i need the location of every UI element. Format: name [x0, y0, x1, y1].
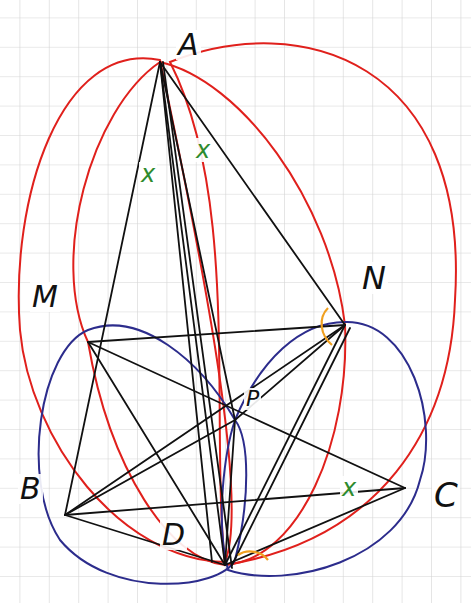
point-label: D — [160, 520, 187, 550]
point-label: B — [18, 474, 43, 504]
angle-mark-label: x — [139, 162, 157, 186]
point-label: C — [432, 478, 460, 512]
angle-marks — [238, 308, 332, 560]
point-label: M — [30, 282, 60, 312]
point-label: N — [360, 262, 388, 294]
red-circles — [19, 43, 456, 565]
point-label: A — [176, 30, 201, 60]
angle-mark-label: x — [194, 138, 212, 162]
segments — [65, 62, 405, 568]
angle-mark-label: x — [340, 476, 358, 500]
point-label: P — [244, 388, 261, 410]
